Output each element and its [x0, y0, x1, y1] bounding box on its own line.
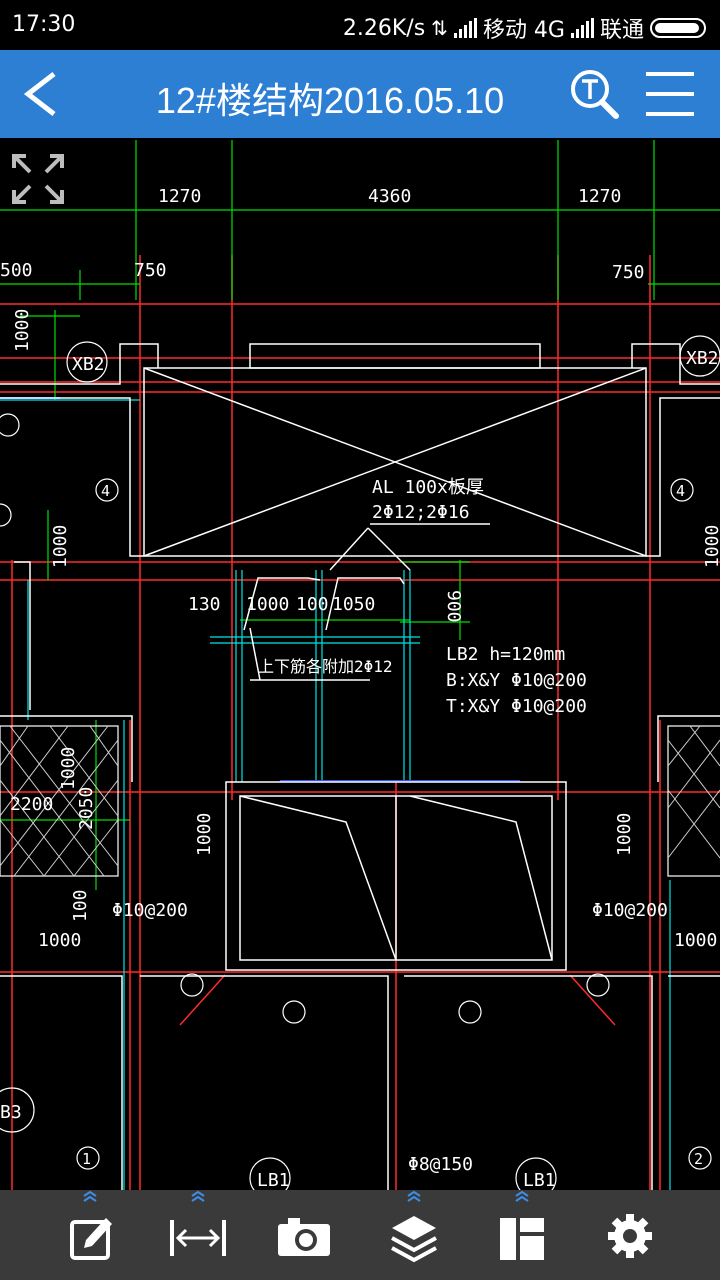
hatch-areas	[0, 725, 720, 877]
slab-tag: XB2	[686, 348, 719, 369]
camera-button[interactable]	[254, 1190, 354, 1280]
slab-tag: LB1	[523, 1170, 556, 1190]
dim-label: 130	[188, 594, 221, 615]
rebar-label: Φ8@150	[408, 1154, 473, 1175]
circle-mark: 4	[676, 482, 685, 500]
circle-mark: 4	[101, 482, 110, 500]
status-bar: 17:30 2.26K/s ⇅ 移动 4G 联通	[0, 0, 720, 50]
circle-tags	[0, 335, 720, 1190]
measure-icon	[170, 1190, 226, 1256]
carrier-2: 联通	[599, 18, 644, 43]
settings-button[interactable]	[580, 1190, 680, 1280]
camera-icon	[278, 1218, 330, 1256]
signal-icon	[570, 18, 594, 38]
dim-label: 1000	[58, 747, 79, 790]
menu-button[interactable]	[638, 64, 702, 124]
dim-label: 1000	[674, 930, 717, 951]
menu-icon	[646, 72, 694, 116]
settings-icon	[608, 1214, 652, 1258]
dim-label: 1050	[332, 594, 375, 615]
dim-label: 1270	[158, 186, 201, 207]
network-speed: 2.26K/s	[342, 15, 426, 41]
layers-icon	[391, 1190, 437, 1263]
dim-label: 900	[443, 590, 464, 623]
signal-icon	[453, 18, 477, 38]
dim-label: 1000	[194, 813, 215, 856]
axis-lines	[0, 255, 720, 1190]
layout-icon	[500, 1190, 544, 1260]
drawing-text: 1270 4360 1270 500 750 750 XB2 XB2 LB1 L…	[0, 186, 720, 1190]
dim-label: 1000	[702, 525, 720, 568]
dim-label: 4360	[368, 186, 411, 207]
layout-button[interactable]	[472, 1190, 572, 1280]
beam-rebar: 2Φ12;2Φ16	[372, 502, 470, 523]
rebar-label: Φ10@200	[592, 900, 668, 921]
dim-label: 2050	[76, 787, 97, 830]
data-arrows-icon: ⇅	[431, 16, 448, 40]
dim-label: 1000	[50, 525, 71, 568]
layers-button[interactable]	[364, 1190, 464, 1280]
slab-tag: LB1	[257, 1170, 290, 1190]
circle-mark: 1	[82, 1150, 91, 1168]
status-right: 2.26K/s ⇅ 移动 4G 联通	[343, 12, 706, 44]
measure-button[interactable]	[148, 1190, 248, 1280]
aux-lines	[0, 399, 671, 1190]
dimension-lines	[0, 140, 720, 890]
edit-button[interactable]	[40, 1190, 140, 1280]
dim-label: 750	[134, 260, 167, 281]
slab-bottom-rebar: B:X&Y Φ10@200	[446, 670, 587, 691]
dim-label: 2200	[10, 794, 53, 815]
bottom-toolbar	[0, 1190, 720, 1280]
slab-tag: B3	[0, 1102, 22, 1123]
dim-label: 100	[296, 594, 329, 615]
dim-label: 1270	[578, 186, 621, 207]
status-time: 17:30	[12, 12, 76, 37]
dim-label: 1000	[614, 813, 635, 856]
text-search-button[interactable]	[566, 64, 626, 124]
rebar-label: Φ10@200	[112, 900, 188, 921]
battery-icon	[650, 18, 706, 38]
back-button[interactable]	[8, 64, 72, 124]
slab-label: LB2 h=120mm	[446, 644, 565, 665]
beam-label: AL 100x板厚	[372, 477, 484, 498]
rebar-note: 上下筋各附加2Φ12	[258, 657, 393, 676]
dim-label: 500	[0, 260, 33, 281]
fit-screen-button[interactable]	[8, 150, 68, 208]
dim-label: 1000	[38, 930, 81, 951]
cad-drawing-canvas[interactable]: 1270 4360 1270 500 750 750 XB2 XB2 LB1 L…	[0, 138, 720, 1190]
carrier-1: 移动 4G	[482, 18, 565, 43]
slab-tag: XB2	[72, 354, 105, 375]
title-bar: 12#楼结构2016.05.10	[0, 50, 720, 138]
page-title: 12#楼结构2016.05.10	[155, 80, 505, 121]
wall-outlines	[0, 343, 720, 1190]
circle-mark: 2	[694, 1150, 703, 1168]
dim-label: 750	[612, 262, 645, 283]
fit-screen-icon	[12, 154, 64, 204]
dim-label: 1000	[246, 594, 289, 615]
edit-icon	[70, 1190, 112, 1260]
slab-top-rebar: T:X&Y Φ10@200	[446, 696, 587, 717]
dim-label: 100	[70, 889, 91, 922]
text-search-icon	[571, 70, 619, 119]
dim-label: 1000	[12, 309, 33, 352]
back-arrow-icon	[23, 72, 56, 116]
